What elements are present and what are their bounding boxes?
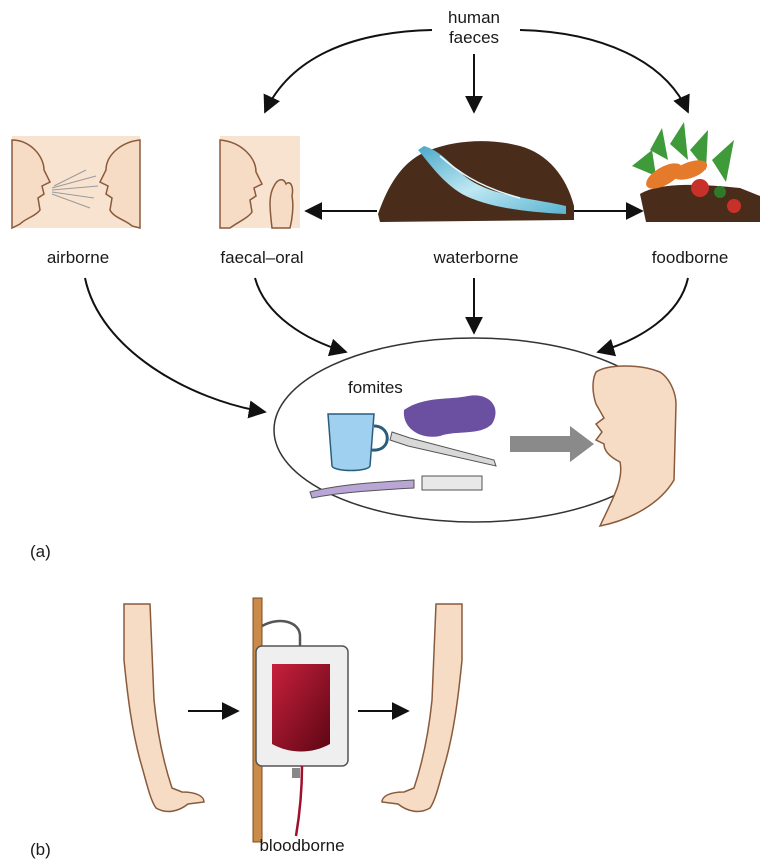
airborne-illustration xyxy=(12,136,140,228)
panel-label-a: (a) xyxy=(30,542,51,562)
label-foodborne: foodborne xyxy=(652,248,729,268)
faecal-oral-illustration xyxy=(220,136,300,228)
label-faecal-oral: faecal–oral xyxy=(220,248,303,268)
panel-label-b: (b) xyxy=(30,840,51,860)
label-waterborne: waterborne xyxy=(433,248,518,268)
waterborne-illustration xyxy=(378,141,574,222)
cup-icon xyxy=(328,414,374,471)
arrow-foodborne-to-fomites xyxy=(598,278,688,352)
blood-fill-icon xyxy=(272,664,330,752)
bloodborne-illustration xyxy=(124,598,462,842)
label-bloodborne: bloodborne xyxy=(259,836,344,856)
label-human-faeces: human faeces xyxy=(448,8,500,48)
arrow-faeces-to-faecal-oral xyxy=(265,30,432,112)
foodborne-illustration xyxy=(632,122,760,222)
recipient-arm-icon xyxy=(382,604,462,811)
hand-icon xyxy=(270,180,293,228)
arrow-faecal-oral-to-fomites xyxy=(255,278,346,352)
razor-icon xyxy=(422,476,482,490)
donor-arm-icon xyxy=(124,604,204,811)
label-airborne: airborne xyxy=(47,248,109,268)
arrow-faeces-to-foodborne xyxy=(520,30,688,112)
receiving-person-icon xyxy=(593,366,676,526)
bag-hook-icon xyxy=(262,621,300,648)
arrow-airborne-to-fomites xyxy=(85,278,265,412)
label-fomites: fomites xyxy=(348,378,403,398)
